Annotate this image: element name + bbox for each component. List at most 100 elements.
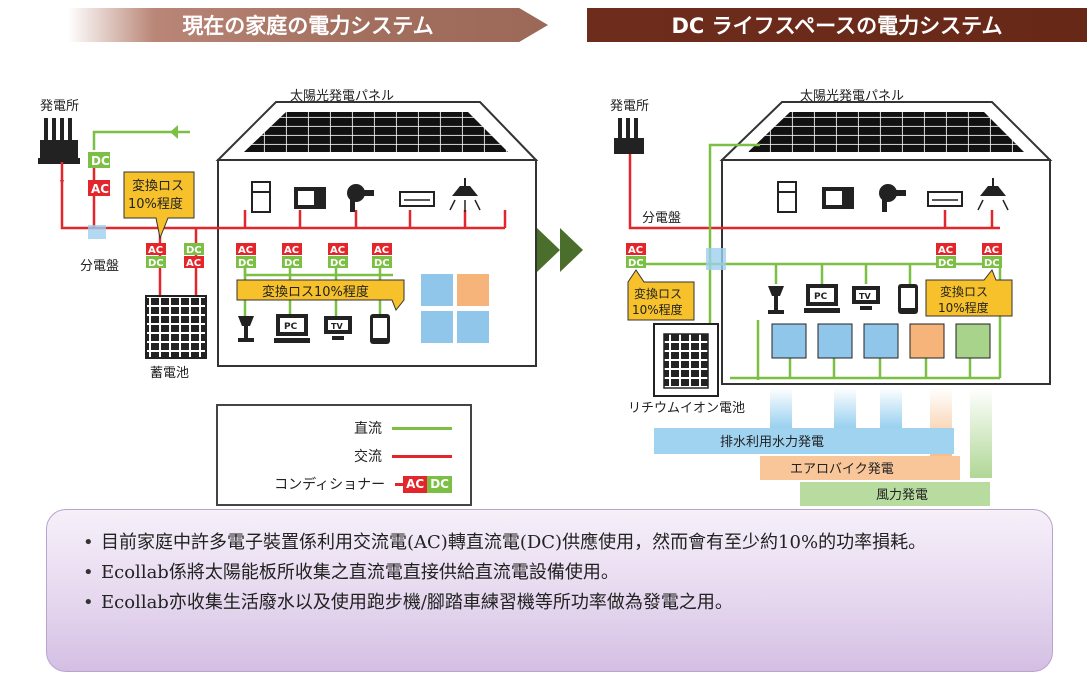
summary-item: Ecollab亦收集生活廢水以及使用跑步機/腳踏車練習機等所功率做為發電之用。 <box>83 591 1022 615</box>
svg-text:DC: DC <box>628 258 644 269</box>
svg-text:DC: DC <box>984 258 1000 269</box>
svg-text:10%程度: 10%程度 <box>128 196 183 212</box>
dc-system-banner: DC ライフスペースの電力システム <box>587 8 1087 42</box>
right-hairdryer-icon <box>879 184 906 212</box>
power-plant-icon <box>38 118 80 164</box>
right-power-plant-label: 発電所 <box>610 99 649 114</box>
phone-icon <box>370 314 390 344</box>
current-system-banner: 現在の家庭の電力システム <box>68 8 548 42</box>
left-battery-icon <box>145 295 207 359</box>
svg-text:DC: DC <box>148 258 164 269</box>
bike-tile-icon <box>455 272 491 308</box>
left-breaker-icon <box>88 225 106 239</box>
right-diagram: 排水利用水力発電 エアロバイク発電 風力発電 発電所 太陽光発電パネル <box>610 89 1053 506</box>
right-toilet-tile-icon <box>863 323 899 359</box>
svg-text:TV: TV <box>331 322 343 331</box>
right-microwave-icon <box>822 187 854 209</box>
power-system-diagram: 発電所 太陽光発電パネル <box>38 89 1053 506</box>
tv-icon: TV <box>324 316 352 340</box>
left-converter-tags: AC DC DC AC AC DC AC DC AC DC AC DC <box>146 243 392 269</box>
left-diagram: 発電所 太陽光発電パネル <box>38 89 539 381</box>
legend-ac-tag: AC <box>403 475 428 493</box>
right-breaker-icon <box>706 248 726 270</box>
legend-ac-line <box>392 454 452 458</box>
legend-dc-label: 直流 <box>354 421 382 437</box>
legend-dc-row: 直流 <box>354 418 452 438</box>
summary-list: 目前家庭中許多電子裝置係利用交流電(AC)轉直流電(DC)供應使用，然而會有至少… <box>83 531 1022 615</box>
svg-text:DC: DC <box>238 258 254 269</box>
right-phone-icon <box>898 284 918 314</box>
svg-text:AC: AC <box>628 245 643 256</box>
left-loss-callout: 変換ロス 10%程度 <box>123 171 195 240</box>
svg-text:AC: AC <box>284 245 299 256</box>
toilet-tile-icon <box>455 309 491 345</box>
air-conditioner-icon <box>399 191 435 207</box>
svg-text:AC: AC <box>186 258 201 269</box>
svg-text:DC: DC <box>938 258 954 269</box>
svg-text:DC: DC <box>374 258 390 269</box>
svg-text:TV: TV <box>859 292 871 301</box>
right-faucet-tile-icon <box>817 323 853 359</box>
summary-box: 目前家庭中許多電子裝置係利用交流電(AC)轉直流電(DC)供應使用，然而會有至少… <box>46 509 1053 672</box>
right-power-plant-icon <box>614 118 644 154</box>
svg-text:AC: AC <box>938 245 953 256</box>
hairdryer-icon <box>347 184 374 212</box>
svg-text:AC: AC <box>148 245 163 256</box>
svg-text:DC: DC <box>284 258 300 269</box>
svg-text:PC: PC <box>814 292 828 302</box>
svg-text:変換ロス: 変換ロス <box>940 284 988 299</box>
left-solar-panel-label: 太陽光発電パネル <box>290 89 394 104</box>
left-dc-solar-line <box>92 130 190 150</box>
right-solar-panel-icon <box>748 112 1024 152</box>
summary-item: 目前家庭中許多電子裝置係利用交流電(AC)轉直流電(DC)供應使用，然而會有至少… <box>83 531 1022 555</box>
svg-text:変換ロス: 変換ロス <box>132 178 184 194</box>
right-loss-callout-right: 変換ロス 10%程度 <box>925 269 1013 317</box>
gen-water-bar <box>654 428 954 454</box>
svg-text:PC: PC <box>284 322 298 332</box>
svg-text:DC: DC <box>330 258 346 269</box>
right-fridge-icon <box>777 181 797 213</box>
svg-text:AC: AC <box>238 245 253 256</box>
svg-text:DC: DC <box>186 245 202 256</box>
gen-bike-label: エアロバイク発電 <box>790 462 894 477</box>
right-ceiling-light-icon <box>977 178 1009 211</box>
pc-icon: PC <box>274 314 310 343</box>
left-plant-ac-tag: AC <box>91 182 109 196</box>
legend-ac-label: 交流 <box>354 449 382 465</box>
left-plant-dc-tag: DC <box>91 154 110 168</box>
ceiling-light-icon <box>449 178 481 212</box>
right-loss-callout-left: 変換ロス 10%程度 <box>627 269 695 321</box>
legend-dc-line <box>392 426 452 430</box>
fridge-icon <box>251 181 271 213</box>
lamp-icon <box>238 316 254 342</box>
gen-water-label: 排水利用水力発電 <box>720 435 824 450</box>
summary-item: Ecollab係將太陽能板所收集之直流電直接供給直流電設備使用。 <box>83 561 1022 585</box>
right-battery-label: リチウムイオン電池 <box>628 401 745 416</box>
left-battery-label: 蓄電池 <box>150 366 189 381</box>
svg-text:変換ロス10%程度: 変換ロス10%程度 <box>262 284 369 300</box>
svg-text:変換ロス: 変換ロス <box>634 286 682 301</box>
svg-text:10%程度: 10%程度 <box>938 300 989 315</box>
legend-ac-row: 交流 <box>354 446 452 466</box>
legend: 直流 交流 コンディショナー AC DC <box>216 404 472 506</box>
right-breaker-label: 分電盤 <box>642 211 681 226</box>
bath-tile-icon <box>419 272 455 308</box>
right-pc-icon: PC <box>804 284 840 313</box>
next-arrow-icon <box>537 228 583 272</box>
right-bike-tile-icon <box>909 323 945 359</box>
right-lamp-icon <box>768 286 784 314</box>
right-air-conditioner-icon <box>927 191 963 207</box>
svg-text:AC: AC <box>330 245 345 256</box>
faucet-tile-icon <box>419 309 455 345</box>
svg-text:10%程度: 10%程度 <box>632 302 683 317</box>
legend-dc-tag: DC <box>427 475 452 493</box>
lithium-battery-icon <box>653 323 719 397</box>
left-breaker-label: 分電盤 <box>80 259 119 274</box>
svg-text:AC: AC <box>984 245 999 256</box>
left-power-plant-label: 発電所 <box>40 99 79 114</box>
svg-text:AC: AC <box>374 245 389 256</box>
left-loss-bar: 変換ロス10%程度 <box>236 279 405 311</box>
left-solar-panel-icon <box>244 112 508 152</box>
right-converter-tags: AC DC AC DC AC DC <box>626 243 1002 269</box>
microwave-icon <box>294 187 326 209</box>
